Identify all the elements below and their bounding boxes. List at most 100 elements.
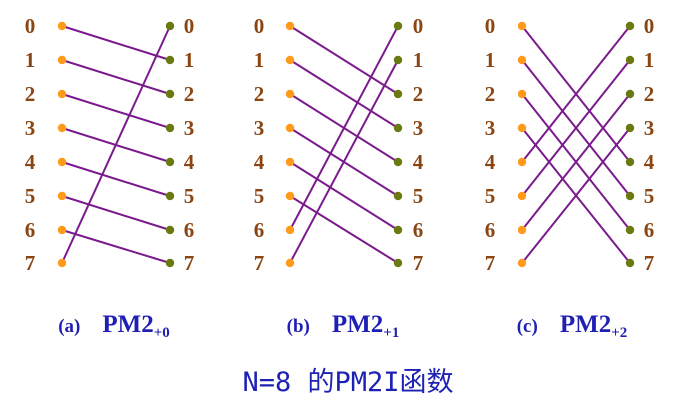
input-node-dot	[57, 89, 67, 99]
input-node-dot	[285, 89, 295, 99]
output-node-dot	[393, 21, 403, 31]
output-node-dot	[165, 157, 175, 167]
input-node-label: 0	[25, 14, 36, 38]
output-node-dot	[165, 191, 175, 201]
output-node-label: 7	[184, 251, 195, 275]
diagram-caption: N=8 的PM2I函数	[242, 367, 454, 398]
output-node-label: 6	[644, 218, 655, 242]
output-node-label: 5	[184, 184, 195, 208]
output-node-dot	[625, 157, 635, 167]
input-node-label: 4	[254, 150, 265, 174]
input-node-dot	[517, 191, 527, 201]
output-node-label: 6	[413, 218, 424, 242]
input-node-label: 0	[254, 14, 265, 38]
input-node-label: 3	[254, 116, 265, 140]
output-node-label: 5	[413, 184, 424, 208]
input-node-dot	[285, 55, 295, 65]
input-node-dot	[517, 89, 527, 99]
output-node-label: 1	[644, 48, 655, 72]
output-node-dot	[625, 89, 635, 99]
connection-line-7-to-3	[521, 127, 631, 264]
connection-line-4-to-0	[521, 25, 631, 163]
connection-line-5-to-1	[521, 59, 631, 197]
output-node-label: 6	[184, 218, 195, 242]
connection-line-6-to-2	[521, 93, 631, 231]
input-node-dot	[517, 157, 527, 167]
output-node-dot	[393, 258, 403, 268]
connection-line-5-to-6	[61, 195, 171, 231]
output-node-dot	[625, 191, 635, 201]
input-node-dot	[57, 258, 67, 268]
input-node-label: 7	[485, 251, 496, 275]
output-node-label: 2	[184, 82, 195, 106]
input-node-label: 3	[485, 116, 496, 140]
input-node-label: 2	[485, 82, 496, 106]
panel-name: PM2	[102, 311, 153, 338]
output-node-label: 0	[184, 14, 195, 38]
input-node-label: 5	[25, 184, 36, 208]
output-node-dot	[393, 225, 403, 235]
panel-label: (c) PM2+2	[517, 311, 628, 341]
input-node-dot	[517, 123, 527, 133]
input-node-dot	[285, 157, 295, 167]
input-node-dot	[285, 258, 295, 268]
input-node-label: 6	[254, 218, 265, 242]
output-node-dot	[625, 258, 635, 268]
input-node-label: 1	[254, 48, 265, 72]
output-node-dot	[625, 21, 635, 31]
panel-label: (a)PM2+0	[58, 311, 170, 341]
connection-line-7-to-1	[289, 59, 399, 264]
output-node-label: 1	[413, 48, 424, 72]
input-node-dot	[285, 21, 295, 31]
panel-tag: (c)	[517, 316, 538, 337]
input-node-dot	[57, 123, 67, 133]
connection-line-1-to-3	[289, 59, 399, 129]
output-node-dot	[165, 21, 175, 31]
input-node-label: 4	[25, 150, 36, 174]
output-node-label: 1	[184, 48, 195, 72]
panel-subscript: +1	[383, 325, 399, 341]
input-node-dot	[285, 191, 295, 201]
output-node-label: 3	[184, 116, 195, 140]
input-node-dot	[285, 225, 295, 235]
input-node-label: 7	[254, 251, 265, 275]
input-node-label: 4	[485, 150, 496, 174]
output-node-dot	[393, 123, 403, 133]
input-node-dot	[57, 21, 67, 31]
connection-line-4-to-6	[289, 161, 399, 231]
input-node-dot	[517, 55, 527, 65]
input-node-label: 1	[485, 48, 496, 72]
panel-name: PM2	[332, 311, 383, 338]
panel-tag: (b)	[287, 316, 310, 337]
connection-line-0-to-1	[61, 25, 171, 61]
input-node-label: 5	[485, 184, 496, 208]
output-node-label: 7	[644, 251, 655, 275]
input-node-dot	[517, 21, 527, 31]
panel-name: PM2	[560, 311, 611, 338]
connection-line-2-to-3	[61, 93, 171, 129]
connection-line-7-to-0	[61, 25, 171, 264]
input-node-label: 6	[25, 218, 36, 242]
connection-line-6-to-0	[289, 25, 399, 231]
output-node-label: 5	[644, 184, 655, 208]
input-node-dot	[57, 191, 67, 201]
output-node-dot	[165, 258, 175, 268]
panel-subscript: +2	[611, 325, 627, 341]
connection-line-6-to-7	[61, 229, 171, 264]
panel-subscript: +0	[154, 325, 170, 341]
input-node-label: 7	[25, 251, 36, 275]
output-node-dot	[165, 55, 175, 65]
input-node-dot	[285, 123, 295, 133]
input-node-label: 0	[485, 14, 496, 38]
input-node-label: 2	[25, 82, 36, 106]
input-node-label: 2	[254, 82, 265, 106]
output-node-label: 4	[184, 150, 195, 174]
output-node-dot	[393, 55, 403, 65]
input-node-label: 3	[25, 116, 36, 140]
connection-line-4-to-5	[61, 161, 171, 197]
input-node-label: 6	[485, 218, 496, 242]
output-node-label: 2	[644, 82, 655, 106]
input-node-dot	[517, 258, 527, 268]
connection-line-1-to-2	[61, 59, 171, 95]
